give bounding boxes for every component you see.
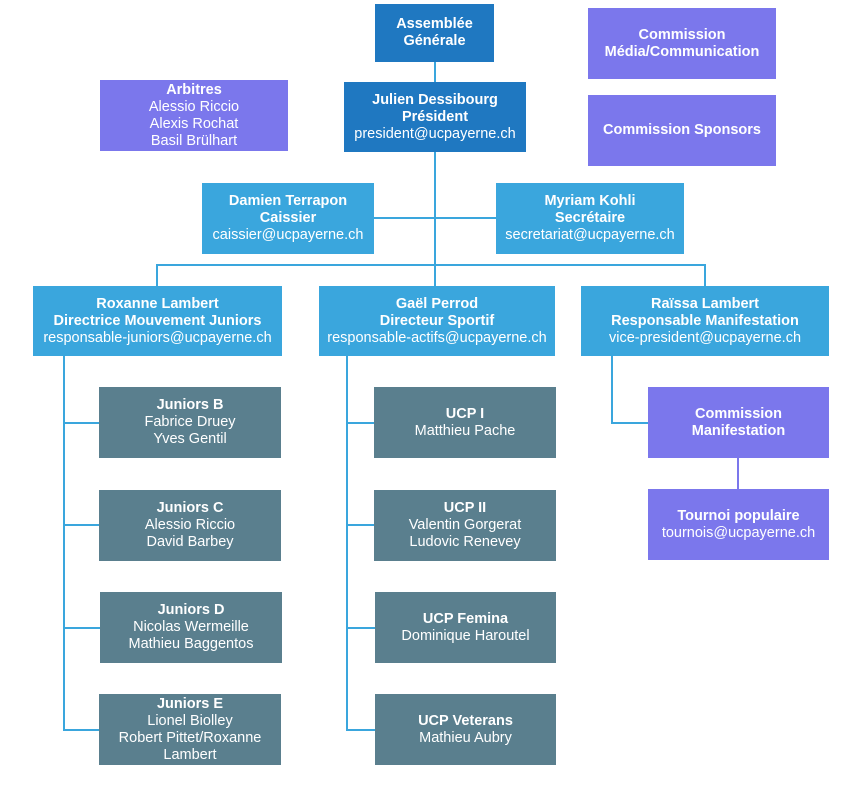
manif-head-role: Responsable Manifestation (611, 312, 799, 329)
sport-head-email: responsable-actifs@ucpayerne.ch (327, 329, 547, 346)
commission-manif-title-line2: Manifestation (691, 422, 786, 439)
juniors-head-role: Directrice Mouvement Juniors (53, 312, 262, 329)
tournoi-box: Tournoi populaire tournois@ucpayerne.ch (648, 489, 829, 560)
manif-head-box: Raïssa Lambert Responsable Manifestation… (581, 286, 829, 356)
team-member: Nicolas Wermeille (133, 619, 249, 635)
arbitres-member: Alexis Rochat (149, 115, 239, 132)
commission-sponsors-box: Commission Sponsors (588, 95, 776, 166)
connector-juniors-e (63, 729, 100, 731)
team-member: Fabrice Druey (144, 414, 236, 430)
sport-head-name: Gaël Perrod (395, 295, 479, 312)
arbitres-title: Arbitres (166, 81, 222, 98)
team-member: Mathieu Aubry (419, 729, 512, 746)
ucp-1-box: UCP I Matthieu Pache (374, 387, 556, 458)
team-member: Ludovic Renevey (409, 534, 521, 550)
connector-juniors-head (156, 264, 158, 286)
tournoi-email: tournois@ucpayerne.ch (661, 524, 816, 541)
secretaire-email: secretariat@ucpayerne.ch (505, 227, 675, 243)
team-member: Mathieu Baggentos (128, 636, 254, 652)
team-member: Lionel Biolley (147, 712, 233, 729)
team-title: Juniors C (156, 500, 224, 516)
team-member: Dominique Haroutel (401, 627, 530, 644)
team-member: Matthieu Pache (414, 422, 516, 439)
assembly-title-line2: Générale (403, 33, 466, 49)
juniors-d-box: Juniors D Nicolas Wermeille Mathieu Bagg… (100, 592, 282, 663)
connector-ucp-1 (346, 422, 375, 424)
team-member: Robert Pittet/Roxanne (118, 729, 262, 746)
commission-media-box: Commission Média/Communication (588, 8, 776, 79)
arbitres-box: Arbitres Alessio Riccio Alexis Rochat Ba… (100, 80, 288, 151)
commission-media-title: Commission (638, 26, 726, 43)
sport-head-box: Gaël Perrod Directeur Sportif responsabl… (319, 286, 555, 356)
commission-sponsors-title: Commission Sponsors (603, 122, 761, 138)
commission-manif-title: Commission (694, 405, 782, 422)
assembly-box: Assemblée Générale (375, 4, 494, 62)
team-title: Juniors B (156, 397, 224, 413)
assembly-title: Assemblée (396, 16, 473, 32)
connector-assembly-president (434, 62, 436, 82)
connector-juniors-c (63, 524, 100, 526)
team-title: UCP Veterans (418, 712, 513, 729)
team-title: UCP I (445, 405, 485, 422)
team-title: UCP II (443, 500, 487, 516)
president-email: president@ucpayerne.ch (354, 125, 516, 142)
connector-manif-head (704, 264, 706, 286)
sport-head-role: Directeur Sportif (379, 312, 495, 329)
ucp-femina-box: UCP Femina Dominique Haroutel (375, 592, 556, 663)
team-member: Yves Gentil (153, 431, 227, 447)
team-title: UCP Femina (422, 610, 509, 627)
manif-head-email: vice-president@ucpayerne.ch (608, 329, 802, 346)
caissier-role: Caissier (259, 210, 317, 226)
ucp-veterans-box: UCP Veterans Mathieu Aubry (375, 694, 556, 765)
connector-sport-spine (346, 356, 348, 730)
connector-ucp-femina (346, 627, 375, 629)
connector-president-trunk (434, 152, 436, 266)
tournoi-title: Tournoi populaire (677, 507, 800, 524)
connector-ucp-2 (346, 524, 375, 526)
connector-ucp-veterans (346, 729, 375, 731)
connector-juniors-b (63, 422, 100, 424)
team-title: Juniors D (157, 602, 225, 618)
juniors-head-name: Roxanne Lambert (96, 295, 219, 312)
team-title: Juniors E (156, 695, 224, 712)
team-member: David Barbey (146, 534, 234, 550)
president-role: Président (401, 108, 469, 125)
commission-manif-box: Commission Manifestation (648, 387, 829, 458)
president-name: Julien Dessibourg (372, 91, 498, 108)
arbitres-member: Alessio Riccio (148, 98, 240, 115)
team-member: Alessio Riccio (144, 517, 236, 533)
team-member: Lambert (163, 746, 217, 763)
connector-juniors-d (63, 627, 100, 629)
caissier-box: Damien Terrapon Caissier caissier@ucpaye… (202, 183, 374, 254)
juniors-head-box: Roxanne Lambert Directrice Mouvement Jun… (33, 286, 282, 356)
team-member: Valentin Gorgerat (408, 517, 522, 533)
caissier-name: Damien Terrapon (228, 193, 348, 209)
connector-sport-head (434, 264, 436, 286)
connector-juniors-spine (63, 356, 65, 730)
commission-media-title-line2: Média/Communication (604, 43, 760, 60)
caissier-email: caissier@ucpayerne.ch (212, 227, 364, 243)
connector-manif-spine (611, 356, 613, 424)
arbitres-member: Basil Brülhart (150, 132, 238, 149)
secretaire-box: Myriam Kohli Secrétaire secretariat@ucpa… (496, 183, 684, 254)
juniors-b-box: Juniors B Fabrice Druey Yves Gentil (99, 387, 281, 458)
connector-manif-commission (611, 422, 649, 424)
ucp-2-box: UCP II Valentin Gorgerat Ludovic Renevey (374, 490, 556, 561)
president-box: Julien Dessibourg Président president@uc… (344, 82, 526, 152)
secretaire-name: Myriam Kohli (544, 193, 636, 209)
manif-head-name: Raïssa Lambert (651, 295, 759, 312)
juniors-e-box: Juniors E Lionel Biolley Robert Pittet/R… (99, 694, 281, 765)
juniors-head-email: responsable-juniors@ucpayerne.ch (43, 329, 272, 346)
secretaire-role: Secrétaire (554, 210, 626, 226)
connector-treasurer-secretary (374, 217, 496, 219)
juniors-c-box: Juniors C Alessio Riccio David Barbey (99, 490, 281, 561)
connector-directors-bar (156, 264, 706, 266)
connector-commission-tournoi (737, 458, 739, 489)
